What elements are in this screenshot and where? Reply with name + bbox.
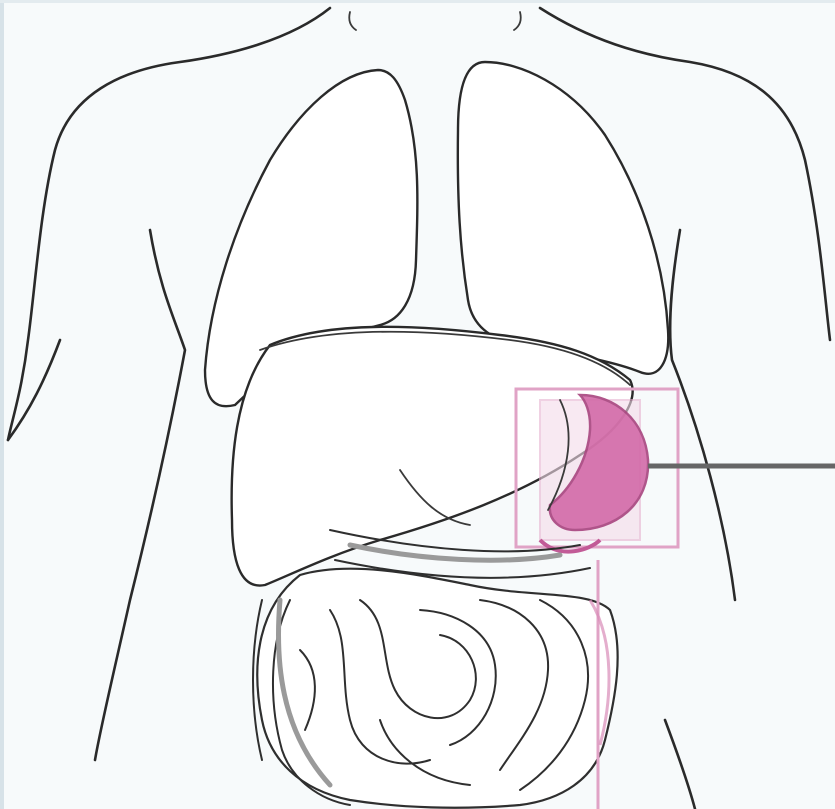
intestines bbox=[253, 560, 618, 809]
left-lung bbox=[458, 62, 668, 374]
spleen-highlight bbox=[516, 389, 835, 552]
